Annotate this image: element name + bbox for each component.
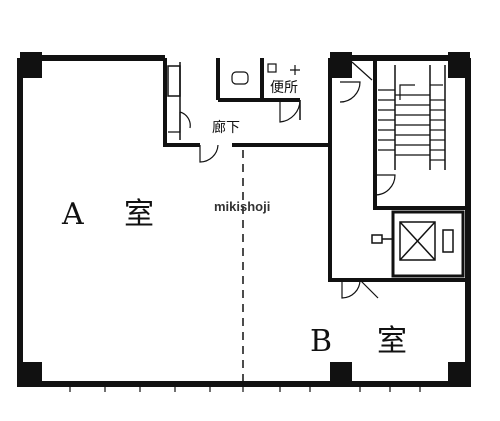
inner-walls [163,58,468,282]
columns [20,52,470,386]
door-stair [374,174,396,196]
elevator-shaft [391,210,465,278]
room-b-letter: B [310,324,332,359]
outer-walls [17,55,471,387]
elevator-car [371,221,454,261]
corridor-label: 廊下 [212,119,240,136]
column-top-right [448,52,470,78]
door-vestibule [339,81,361,103]
toilet-label: 便所 [270,80,298,96]
sink-icon [267,63,277,73]
toilet-fixtures [231,63,300,85]
outer-wall-main [17,58,471,387]
wall-room-b-top [328,58,468,282]
toilet-bowl-icon [231,71,249,85]
door-corridor-a [199,144,219,163]
door-toilet [279,99,301,123]
door-closet-arc [179,111,191,129]
fixture-mark [290,65,300,75]
column-bottom-right [448,362,470,386]
closet-box [167,65,181,97]
wall-stair [373,58,468,210]
wall-core-left [163,58,200,147]
grid-ticks [69,384,421,392]
column-bottom-mid [330,362,352,386]
door-vestibule-leaf [351,61,373,81]
column-top-left [20,52,42,78]
watermark-text: mikishoji [214,199,270,214]
door-swings [168,61,396,299]
thin-partitions [167,62,446,170]
room-a-letter: A [61,197,84,232]
door-room-b [341,279,361,299]
door-room-b-leaf [359,279,379,299]
column-bottom-left [20,362,42,386]
door-closet [168,112,181,133]
staircase [378,84,445,161]
room-b-kanji: 室 [377,324,407,359]
room-a-kanji: 室 [124,197,154,232]
column-top-mid [330,52,352,78]
